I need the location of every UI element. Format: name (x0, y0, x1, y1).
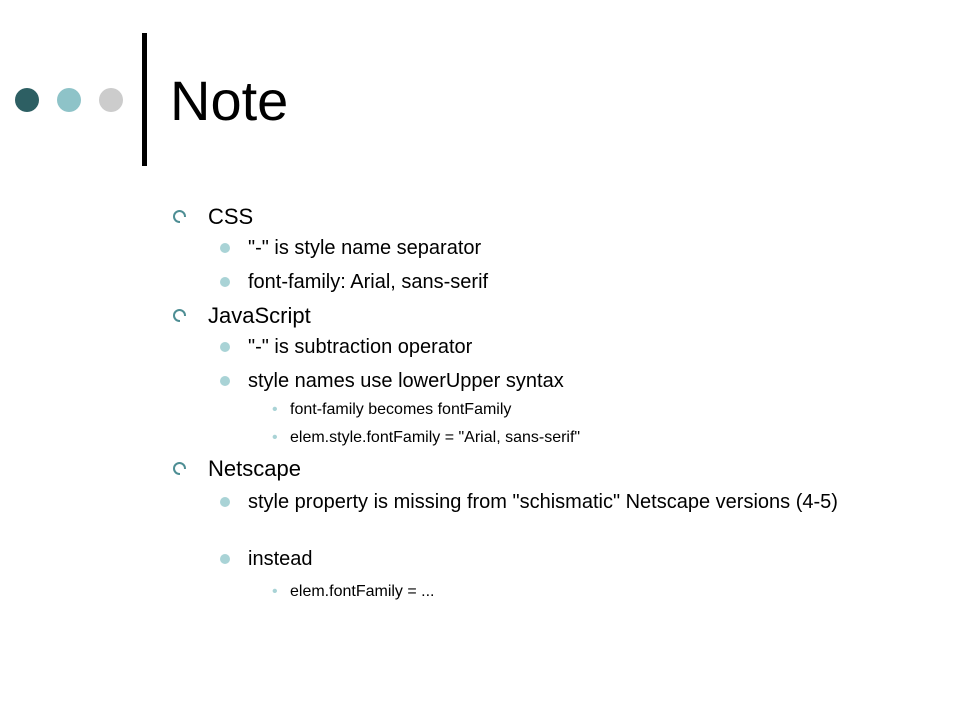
dot-bullet-icon (220, 554, 230, 564)
list-item-text: elem.fontFamily = ... (290, 583, 435, 600)
list-item: JavaScript (173, 303, 311, 329)
dot-bullet-icon (220, 376, 230, 386)
ring-bullet-icon (173, 210, 186, 223)
list-item: • elem.style.fontFamily = "Arial, sans-s… (272, 428, 581, 448)
list-item: CSS (173, 204, 254, 230)
slide-title: Note (170, 69, 289, 132)
dot-bullet-icon (220, 243, 230, 253)
dot-bullet-icon (220, 342, 230, 352)
list-item: "-" is style name separator (220, 236, 482, 260)
ring-bullet-icon (173, 462, 186, 475)
gray-dot-icon (99, 88, 123, 112)
teal-dot-icon (57, 88, 81, 112)
list-item: font-family: Arial, sans-serif (220, 270, 489, 294)
list-item-text: "-" is subtraction operator (248, 336, 473, 358)
list-item: style names use lowerUpper syntax (220, 369, 564, 393)
list-item-text: JavaScript (208, 303, 311, 328)
list-item: • elem.fontFamily = ... (272, 582, 435, 602)
list-item: Netscape (173, 456, 301, 482)
list-item: style property is missing from "schismat… (220, 490, 888, 514)
list-item: instead (220, 547, 313, 571)
list-item-text: font-family becomes fontFamily (290, 401, 512, 418)
list-item: "-" is subtraction operator (220, 335, 473, 359)
list-item: • font-family becomes fontFamily (272, 400, 512, 420)
list-item-text: instead (248, 548, 313, 570)
list-item-text: "-" is style name separator (248, 237, 482, 259)
list-item-text: font-family: Arial, sans-serif (248, 271, 489, 293)
list-item-text: style names use lowerUpper syntax (248, 370, 564, 392)
title-divider (142, 33, 147, 166)
list-item-text: style property is missing from "schismat… (248, 491, 838, 513)
dot-bullet-icon (220, 277, 230, 287)
list-item-text: CSS (208, 204, 254, 229)
dot-bullet-icon (220, 497, 230, 507)
dark-dot-icon (15, 88, 39, 112)
small-dot-bullet-icon: • (272, 401, 278, 418)
list-item-text: elem.style.fontFamily = "Arial, sans-ser… (290, 429, 581, 446)
small-dot-bullet-icon: • (272, 429, 278, 446)
list-item-text: Netscape (208, 456, 301, 481)
small-dot-bullet-icon: • (272, 583, 278, 600)
ring-bullet-icon (173, 309, 186, 322)
